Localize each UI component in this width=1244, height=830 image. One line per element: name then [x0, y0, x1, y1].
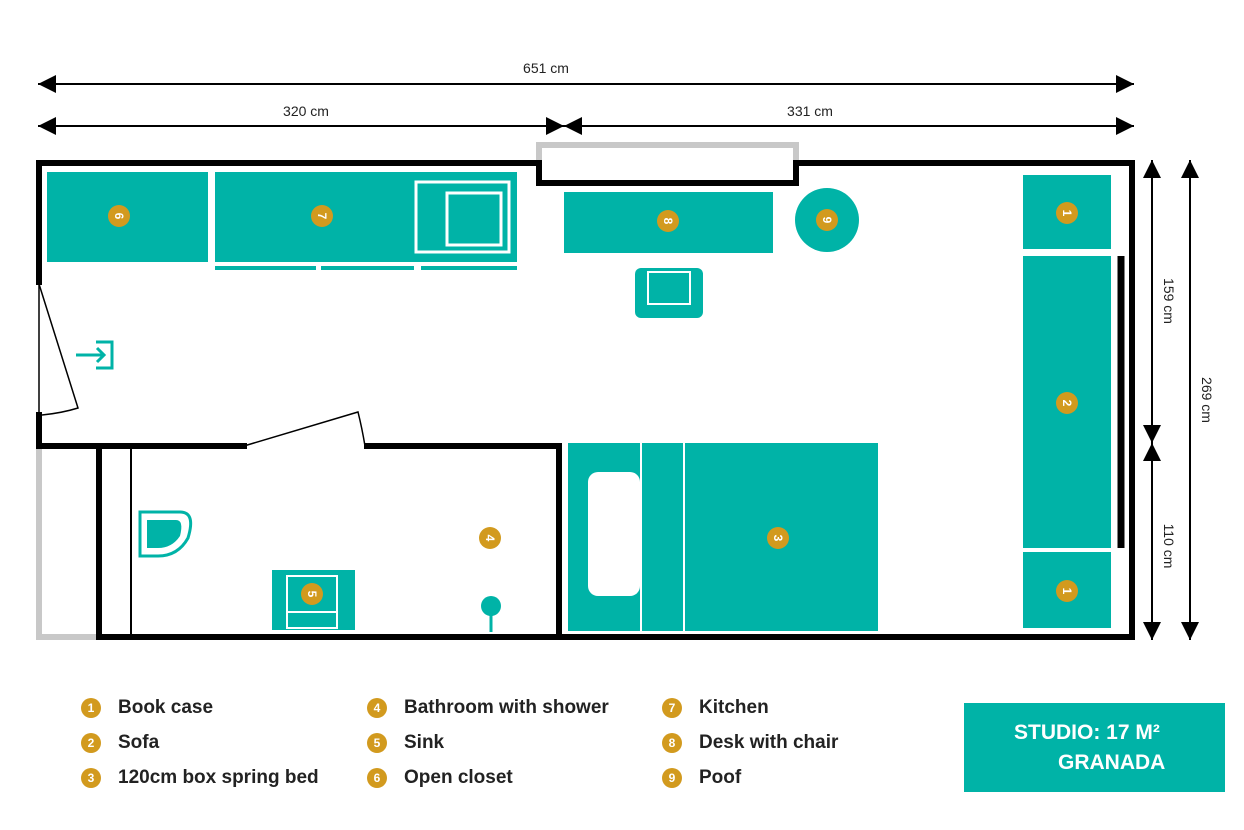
legend-label: 120cm box spring bed — [118, 766, 319, 788]
legend-label: Open closet — [404, 766, 513, 788]
marker-label: 8 — [661, 218, 675, 225]
marker-sink: 5 — [301, 583, 323, 605]
entrance-door — [38, 283, 79, 416]
marker-bathroom: 4 — [479, 527, 501, 549]
legend-item: 3 120cm box spring bed — [81, 760, 319, 795]
marker-poof: 9 — [816, 209, 838, 231]
legend-badge: 7 — [662, 697, 682, 718]
legend-label: Poof — [699, 766, 742, 788]
bathroom-door — [243, 411, 366, 447]
legend-badge: 5 — [367, 732, 387, 753]
marker-label: 9 — [820, 217, 834, 224]
legend-item: 5 Sink — [367, 725, 609, 760]
marker-kitchen: 7 — [311, 205, 333, 227]
toilet — [138, 510, 193, 558]
marker-label: 1 — [1060, 588, 1074, 595]
marker-label: 1 — [1060, 210, 1074, 217]
legend-badge: 2 — [81, 732, 101, 753]
marker-label: 4 — [483, 535, 497, 542]
dimension-right-width: 331 cm — [564, 103, 1134, 135]
floor-plan: 651 cm 320 cm 331 cm 159 cm 110 cm 269 c… — [36, 60, 1215, 640]
legend-label: Bathroom with shower — [404, 696, 609, 718]
marker-label: 3 — [771, 535, 785, 542]
dimension-total-height: 269 cm — [1181, 160, 1215, 640]
legend-column-1: 1 Book case 2 Sofa 3 120cm box spring be… — [81, 690, 319, 795]
legend-label: Kitchen — [699, 696, 769, 718]
legend-label: Sink — [404, 731, 445, 753]
marker-closet: 6 — [108, 205, 130, 227]
marker-bookcase-top: 1 — [1056, 202, 1078, 224]
legend-item: 9 Poof — [662, 760, 838, 795]
legend-badge: 6 — [367, 767, 387, 788]
dimension-label-total-height: 269 cm — [1199, 377, 1215, 423]
shower-head — [481, 596, 501, 632]
legend-item: 7 Kitchen — [662, 690, 838, 725]
marker-label: 6 — [112, 213, 126, 220]
walls — [36, 160, 1135, 640]
legend-badge: 8 — [662, 732, 682, 753]
window-top — [536, 142, 799, 186]
legend-label: Book case — [118, 696, 214, 718]
studio-title-box: STUDIO: 17 M² GRANADA — [964, 703, 1225, 792]
legend-item: 1 Book case — [81, 690, 319, 725]
dimension-left-width: 320 cm — [38, 103, 564, 135]
legend-badge: 1 — [81, 697, 101, 718]
chair — [635, 268, 703, 318]
dimension-label-left-width: 320 cm — [283, 103, 329, 119]
legend-label: Desk with chair — [699, 731, 839, 753]
marker-label: 7 — [315, 213, 329, 220]
legend-item: 2 Sofa — [81, 725, 319, 760]
legend-column-2: 4 Bathroom with shower 5 Sink 6 Open clo… — [367, 690, 609, 795]
marker-desk: 8 — [657, 210, 679, 232]
marker-sofa: 2 — [1056, 392, 1078, 414]
marker-label: 5 — [305, 591, 319, 598]
dimension-label-upper-height: 159 cm — [1161, 278, 1177, 324]
entrance-arrow-icon — [76, 340, 114, 370]
legend-item: 6 Open closet — [367, 760, 609, 795]
legend-badge: 3 — [81, 767, 101, 788]
legend-badge: 4 — [367, 697, 387, 718]
studio-title: STUDIO: 17 M² — [1014, 720, 1160, 744]
studio-location: GRANADA — [1058, 750, 1166, 774]
dimension-upper-height: 159 cm — [1143, 160, 1177, 443]
legend-column-3: 7 Kitchen 8 Desk with chair 9 Poof — [662, 690, 838, 795]
dimension-label-total-width: 651 cm — [523, 60, 569, 76]
bed — [568, 443, 878, 631]
dimension-lower-height: 110 cm — [1143, 443, 1177, 640]
dimension-label-lower-height: 110 cm — [1161, 524, 1177, 569]
dimension-label-right-width: 331 cm — [787, 103, 833, 119]
marker-bed: 3 — [767, 527, 789, 549]
marker-label: 2 — [1060, 400, 1074, 407]
dimension-total-width: 651 cm — [38, 60, 1134, 93]
legend-badge: 9 — [662, 767, 682, 788]
legend-label: Sofa — [118, 731, 160, 753]
marker-bookcase-bottom: 1 — [1056, 580, 1078, 602]
exterior-wall-grey — [36, 449, 99, 640]
kitchen — [215, 172, 517, 270]
legend-item: 4 Bathroom with shower — [367, 690, 609, 725]
legend-item: 8 Desk with chair — [662, 725, 838, 760]
